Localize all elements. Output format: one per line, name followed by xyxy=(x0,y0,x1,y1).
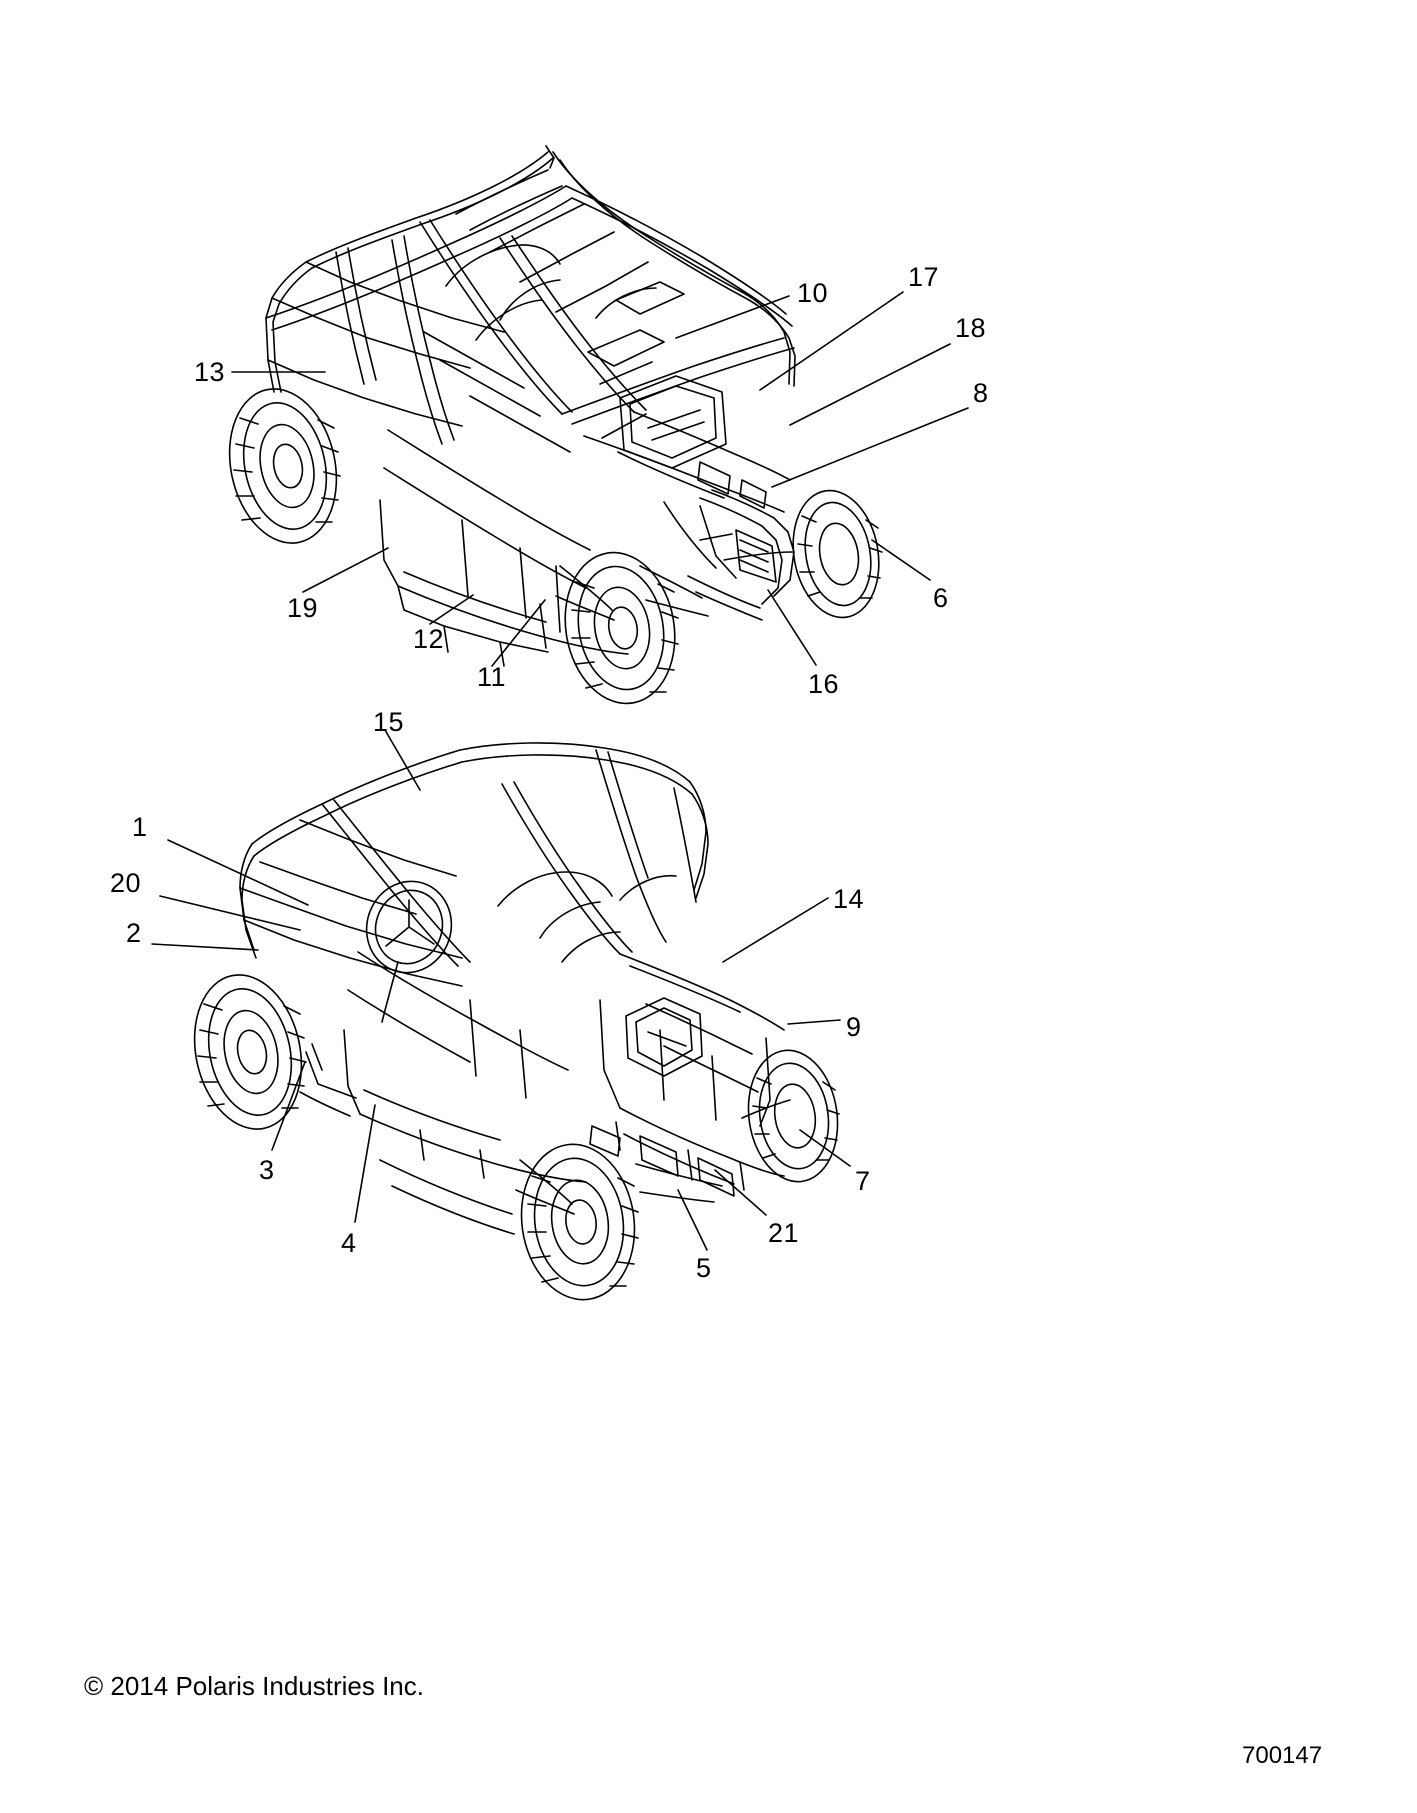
leader-line-1 xyxy=(167,839,309,906)
callout-number-1: 1 xyxy=(132,812,148,842)
leader-line-17 xyxy=(759,291,904,391)
callout-number-13: 13 xyxy=(194,357,226,387)
callout-number-11: 11 xyxy=(477,662,507,692)
callout-number-4: 4 xyxy=(341,1228,357,1258)
leader-line-3 xyxy=(271,1061,306,1151)
leader-line-20 xyxy=(159,895,301,931)
leader-line-7 xyxy=(799,1129,851,1167)
callout-number-17: 17 xyxy=(908,262,940,292)
callout-number-19: 19 xyxy=(287,593,319,623)
callout-number-10: 10 xyxy=(797,278,829,308)
leader-line-10 xyxy=(675,295,790,339)
callout-number-15: 15 xyxy=(373,707,405,737)
leader-line-12 xyxy=(429,594,474,625)
leader-line-2 xyxy=(151,943,259,951)
callout-number-14: 14 xyxy=(833,884,865,914)
leader-line-5 xyxy=(677,1189,708,1251)
leader-line-11 xyxy=(491,599,546,667)
callout-number-5: 5 xyxy=(696,1253,712,1283)
leader-line-18 xyxy=(789,343,951,426)
callout-number-20: 20 xyxy=(110,868,142,898)
leader-line-21 xyxy=(714,1169,767,1216)
callout-number-21: 21 xyxy=(768,1218,800,1248)
callout-number-16: 16 xyxy=(808,669,840,699)
lower-vehicle-illustration xyxy=(193,742,840,1301)
leader-line-14 xyxy=(722,897,829,963)
diagram-part-number: 700147 xyxy=(1242,1742,1323,1769)
leader-line-8 xyxy=(771,407,969,488)
callout-number-8: 8 xyxy=(973,378,989,408)
callout-number-2: 2 xyxy=(126,918,142,948)
leader-line-15 xyxy=(384,729,421,791)
callout-number-12: 12 xyxy=(413,624,445,654)
callout-number-3: 3 xyxy=(259,1155,275,1185)
callout-number-18: 18 xyxy=(955,313,987,343)
copyright-notice: © 2014 Polaris Industries Inc. xyxy=(84,1671,424,1701)
upper-vehicle-illustration xyxy=(228,145,883,705)
callout-number-6: 6 xyxy=(933,583,949,613)
callout-number-7: 7 xyxy=(855,1166,871,1196)
leader-line-4 xyxy=(354,1104,376,1223)
leader-line-16 xyxy=(767,589,817,666)
leader-line-19 xyxy=(302,547,389,593)
leader-line-9 xyxy=(787,1019,841,1025)
leader-line-6 xyxy=(871,539,931,581)
callout-number-9: 9 xyxy=(846,1012,862,1042)
